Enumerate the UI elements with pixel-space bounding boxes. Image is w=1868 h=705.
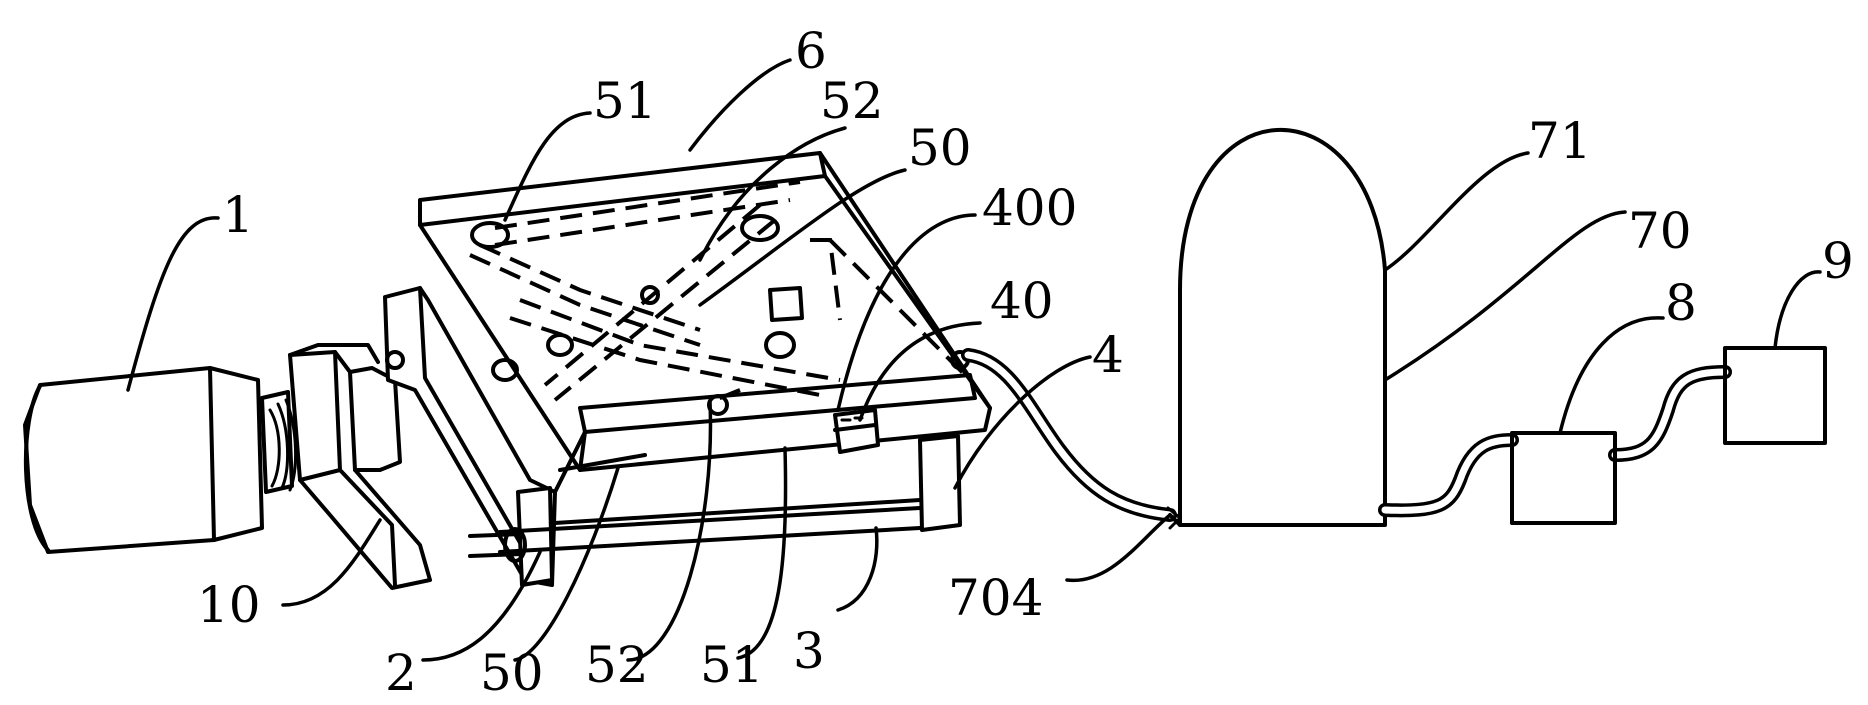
label-71: 71: [1528, 112, 1592, 170]
label-9: 9: [1822, 232, 1854, 290]
box-8: [1510, 431, 1617, 525]
box-9: [1723, 346, 1827, 445]
label-52-top: 52: [820, 72, 884, 130]
label-400: 400: [982, 179, 1077, 237]
label-4: 4: [1092, 326, 1124, 384]
coupling: [260, 390, 298, 494]
hose-8-9: [1608, 365, 1732, 462]
label-1: 1: [222, 186, 254, 244]
side-plate-left: [383, 286, 557, 587]
rail-3: [468, 498, 922, 563]
label-10: 10: [197, 576, 261, 634]
label-51-bottom: 51: [700, 636, 764, 694]
label-50-top: 50: [908, 119, 972, 177]
motor: [23, 366, 264, 554]
label-2: 2: [385, 644, 417, 702]
chamber: [1166, 127, 1387, 530]
label-704: 704: [948, 569, 1043, 627]
scissor-pins: [385, 214, 970, 416]
hose-704: [961, 348, 1177, 522]
label-50-bottom: 50: [480, 644, 544, 702]
label-51-top: 51: [593, 72, 657, 130]
bearing-housing: [288, 343, 432, 590]
hose-chamber-8: [1378, 433, 1519, 518]
label-70: 70: [1628, 202, 1692, 260]
leader-lines: [126, 58, 1822, 662]
lower-plate: [553, 373, 977, 494]
end-block-4: [918, 434, 962, 532]
label-8: 8: [1665, 274, 1697, 332]
label-52-bottom: 52: [585, 636, 649, 694]
scissor-mechanism-hidden: [469, 180, 967, 402]
label-6: 6: [795, 22, 827, 80]
label-40: 40: [990, 272, 1054, 330]
label-3: 3: [793, 622, 825, 680]
